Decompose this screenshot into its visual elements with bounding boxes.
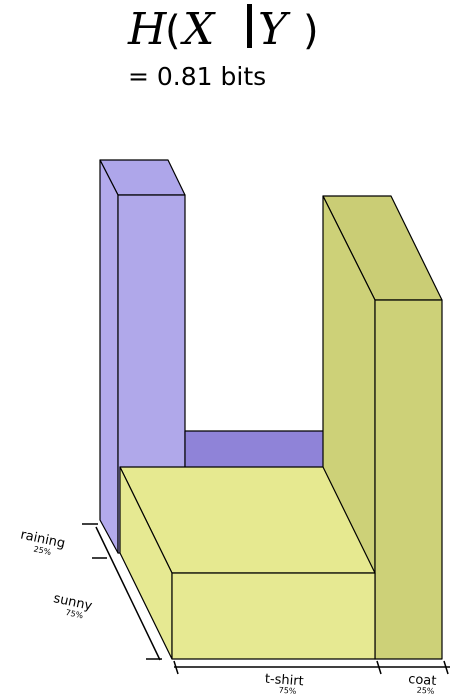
x-axis-label-tshirt: t-shirt 75% <box>264 672 304 694</box>
x-axis-tick-mid <box>376 660 382 675</box>
olive-tall-front <box>374 299 443 660</box>
y-axis-line <box>95 526 161 661</box>
x-axis-label-coat: coat 25% <box>408 672 437 694</box>
yellow-wide-block <box>119 466 376 660</box>
formula-h: H <box>127 4 168 55</box>
y-axis-label-raining: raining 25% <box>19 528 66 558</box>
purple-low-block <box>184 430 326 471</box>
x-pct-tshirt: 75% <box>278 686 297 694</box>
x-axis <box>173 660 450 675</box>
formula-y: Y <box>258 4 291 55</box>
y-axis-label-sunny: sunny 75% <box>52 591 94 621</box>
y-pct-raining: 25% <box>33 545 53 558</box>
formula-open-paren: ( <box>165 8 181 54</box>
yellow-wide-front <box>171 572 376 660</box>
purple-tall-block <box>99 159 186 554</box>
x-label-coat: coat <box>408 672 437 689</box>
formula-x: X <box>180 4 216 55</box>
formula-close-paren: ) <box>303 8 319 54</box>
x-axis-tick-left <box>173 660 179 675</box>
y-pct-sunny: 75% <box>65 608 85 621</box>
entropy-value: = 0.81 bits <box>128 62 266 91</box>
y-axis <box>82 523 162 661</box>
purple-low-face <box>184 430 326 471</box>
purple-tall-side <box>99 159 119 554</box>
x-axis-tick-right <box>443 660 449 675</box>
x-pct-coat: 25% <box>416 686 435 694</box>
formula-bar <box>247 4 252 48</box>
x-label-tshirt: t-shirt <box>264 672 304 690</box>
formula-title: H ( X Y ) = 0.81 bits <box>127 4 319 91</box>
